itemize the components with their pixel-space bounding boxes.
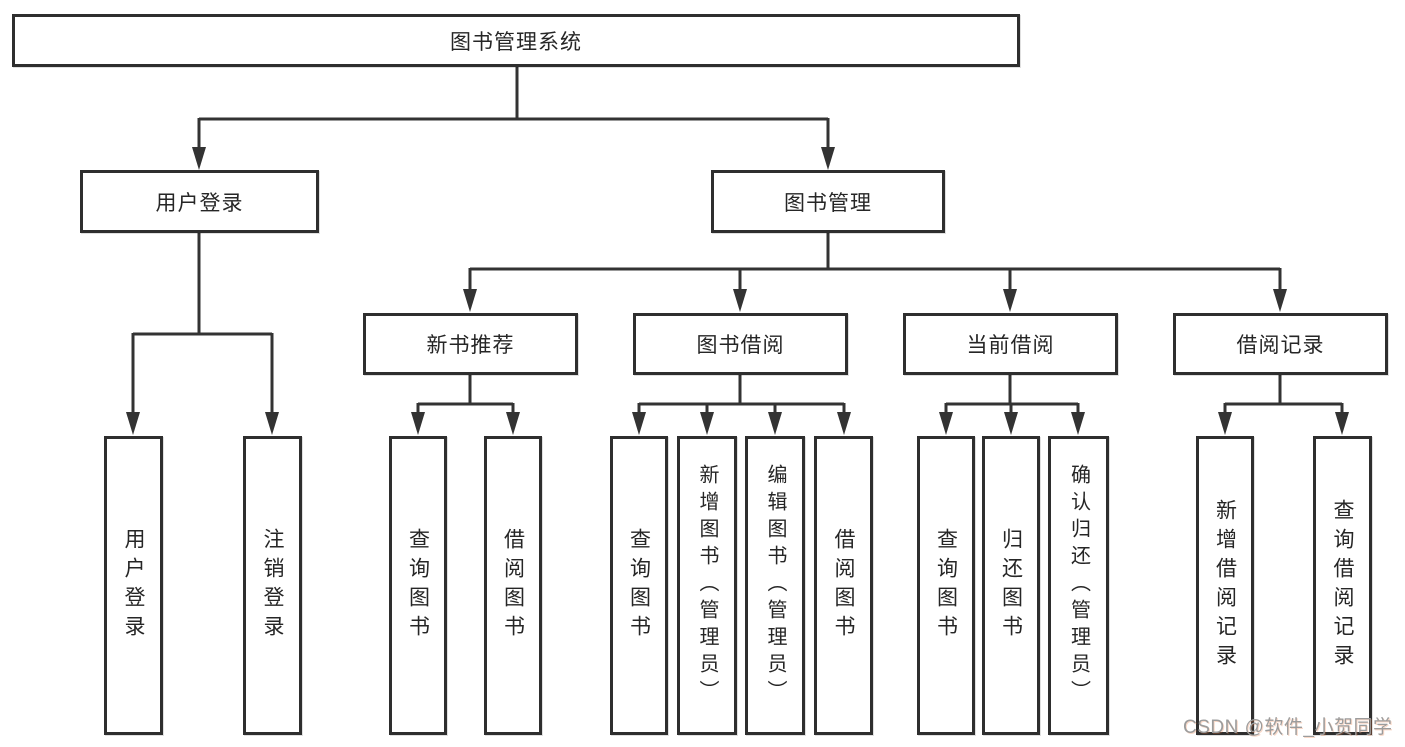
node-new-book-recommend: 新书推荐 <box>363 313 578 375</box>
node-label: 当前借阅 <box>966 334 1055 357</box>
node-label: 查询图书 <box>934 527 958 644</box>
node-label: 确认归还（管理员） <box>1067 464 1090 707</box>
node-leaf-edit-books-admin: 编辑图书（管理员） <box>745 436 805 735</box>
node-label: 新书推荐 <box>426 334 515 357</box>
node-label: 注销登录 <box>261 527 284 644</box>
csdn-watermark: CSDN @软件_小贺同学 <box>1183 717 1393 738</box>
node-label: 新增借阅记录 <box>1213 498 1237 673</box>
node-label: 查询图书 <box>627 527 651 644</box>
node-label: 归还图书 <box>999 527 1023 644</box>
node-leaf-query-books-borrow: 查询图书 <box>610 436 668 735</box>
node-leaf-borrow-books-recommend: 借阅图书 <box>484 436 542 735</box>
node-label: 图书管理系统 <box>450 30 582 54</box>
node-label: 用户登录 <box>122 527 145 644</box>
node-book-management: 图书管理 <box>711 170 945 233</box>
node-label: 图书管理 <box>784 191 872 215</box>
node-current-borrow: 当前借阅 <box>903 313 1118 375</box>
node-leaf-query-books-current: 查询图书 <box>917 436 975 735</box>
node-label: 新增图书（管理员） <box>696 464 718 707</box>
node-leaf-query-books-recommend: 查询图书 <box>389 436 447 735</box>
node-leaf-add-books-admin: 新增图书（管理员） <box>677 436 737 735</box>
node-label: 图书借阅 <box>696 334 785 357</box>
arrowhead-icons <box>126 147 1349 435</box>
node-label: 借阅记录 <box>1236 334 1325 357</box>
node-leaf-query-borrow-record: 查询借阅记录 <box>1313 436 1372 735</box>
node-label: 查询图书 <box>406 527 430 644</box>
node-label: 用户登录 <box>155 191 244 215</box>
node-label: 借阅图书 <box>501 527 525 644</box>
node-leaf-add-borrow-record: 新增借阅记录 <box>1196 436 1254 735</box>
node-root-library-system: 图书管理系统 <box>12 14 1020 67</box>
node-leaf-confirm-return-admin: 确认归还（管理员） <box>1048 436 1109 735</box>
node-leaf-user-login: 用户登录 <box>104 436 163 735</box>
node-label: 编辑图书（管理员） <box>764 464 786 707</box>
node-label: 查询借阅记录 <box>1331 498 1354 673</box>
node-leaf-logout: 注销登录 <box>243 436 302 735</box>
node-label: 借阅图书 <box>832 527 855 644</box>
node-borrow-records: 借阅记录 <box>1173 313 1388 375</box>
node-leaf-borrow-books-borrow: 借阅图书 <box>814 436 873 735</box>
node-user-login: 用户登录 <box>80 170 319 233</box>
node-leaf-return-books: 归还图书 <box>982 436 1040 735</box>
node-book-borrow: 图书借阅 <box>633 313 848 375</box>
